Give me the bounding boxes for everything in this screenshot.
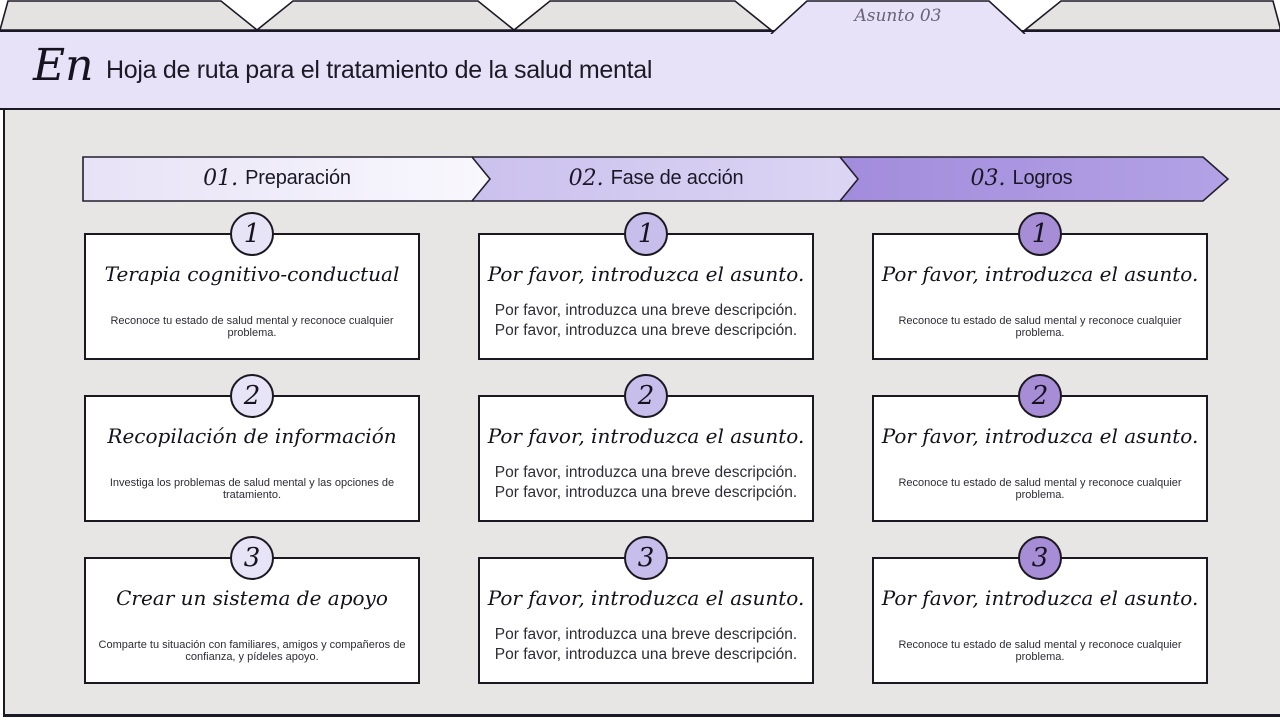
phase-arrow-bar (82, 156, 1230, 202)
phase-name: Logros (1012, 166, 1073, 189)
phase-name: Preparación (245, 166, 351, 189)
card-title: Crear un sistema de apoyo (116, 586, 388, 610)
card-title: Por favor, introduzca el asunto. (487, 586, 805, 610)
folder-tabs-strip (0, 0, 1280, 34)
card-description: Por favor, introduzca una breve descripc… (480, 463, 812, 504)
active-tab-label: Asunto 03 (854, 6, 942, 26)
card-description: Reconoce tu estado de salud mental y rec… (898, 315, 1182, 339)
folder-tab (0, 0, 260, 31)
step-number-badge: 1 (230, 212, 274, 256)
header-band: En Hoja de ruta para el tratamiento de l… (0, 30, 1280, 110)
card-title: Por favor, introduzca el asunto. (881, 586, 1199, 610)
phase-number: 03. (970, 165, 1006, 191)
folder-tab (1022, 0, 1280, 31)
step-card: 1 Terapia cognitivo-conductual Reconoce … (84, 212, 420, 360)
phase-label-2: 02. Fase de acción (472, 156, 840, 200)
phase-label-3: 03. Logros (840, 156, 1203, 200)
folder-tab-active (770, 0, 1026, 34)
description-line: Por favor, introduzca una breve descripc… (494, 626, 798, 643)
card-title: Por favor, introduzca el asunto. (487, 424, 805, 448)
step-card: 3 Crear un sistema de apoyo Comparte tu … (84, 536, 420, 684)
phase-arrow-2 (472, 156, 860, 202)
page-title: Hoja de ruta para el tratamiento de la s… (106, 56, 653, 84)
step-number-badge: 1 (1018, 212, 1062, 256)
phase-label-1: 01. Preparación (82, 156, 472, 200)
card-title: Por favor, introduzca el asunto. (881, 424, 1199, 448)
phase-arrow-3 (840, 156, 1230, 202)
step-card: 1 Por favor, introduzca el asunto. Recon… (872, 212, 1208, 360)
folder-tab (511, 0, 774, 31)
description-line: Por favor, introduzca una breve descripc… (494, 484, 798, 502)
step-card: 1 Por favor, introduzca el asunto. Por f… (478, 212, 814, 360)
phase-number: 02. (568, 165, 604, 191)
step-number-badge: 3 (624, 536, 668, 580)
card-description: Investiga los problemas de salud mental … (109, 477, 395, 501)
step-card: 2 Recopilación de información Investiga … (84, 374, 420, 522)
description-line: Por favor, introduzca una breve descripc… (494, 464, 798, 481)
folder-tab (254, 0, 517, 31)
card-title: Terapia cognitivo-conductual (104, 262, 400, 286)
card-description: Por favor, introduzca una breve descripc… (480, 625, 812, 666)
step-card: 2 Por favor, introduzca el asunto. Por f… (478, 374, 814, 522)
description-line: Por favor, introduzca una breve descripc… (494, 646, 798, 664)
step-card: 3 Por favor, introduzca el asunto. Por f… (478, 536, 814, 684)
card-title: Por favor, introduzca el asunto. (487, 262, 805, 286)
brand-logo: En (33, 40, 94, 91)
phase-number: 01. (203, 165, 239, 191)
phase-name: Fase de acción (610, 166, 744, 189)
step-card: 2 Por favor, introduzca el asunto. Recon… (872, 374, 1208, 522)
card-description: Comparte tu situación con familiares, am… (98, 639, 406, 663)
step-number-badge: 3 (230, 536, 274, 580)
card-title: Recopilación de información (107, 424, 397, 448)
card-title: Por favor, introduzca el asunto. (881, 262, 1199, 286)
step-number-badge: 2 (230, 374, 274, 418)
step-number-badge: 1 (624, 212, 668, 256)
card-description: Reconoce tu estado de salud mental y rec… (110, 315, 394, 339)
card-description: Reconoce tu estado de salud mental y rec… (898, 477, 1182, 501)
step-number-badge: 2 (1018, 374, 1062, 418)
description-line: Por favor, introduzca una breve descripc… (494, 322, 798, 340)
card-description: Reconoce tu estado de salud mental y rec… (898, 639, 1182, 663)
phase-arrow-1 (82, 156, 492, 202)
step-number-badge: 3 (1018, 536, 1062, 580)
step-number-badge: 2 (624, 374, 668, 418)
description-line: Por favor, introduzca una breve descripc… (494, 302, 798, 319)
step-card: 3 Por favor, introduzca el asunto. Recon… (872, 536, 1208, 684)
card-description: Por favor, introduzca una breve descripc… (480, 301, 812, 342)
